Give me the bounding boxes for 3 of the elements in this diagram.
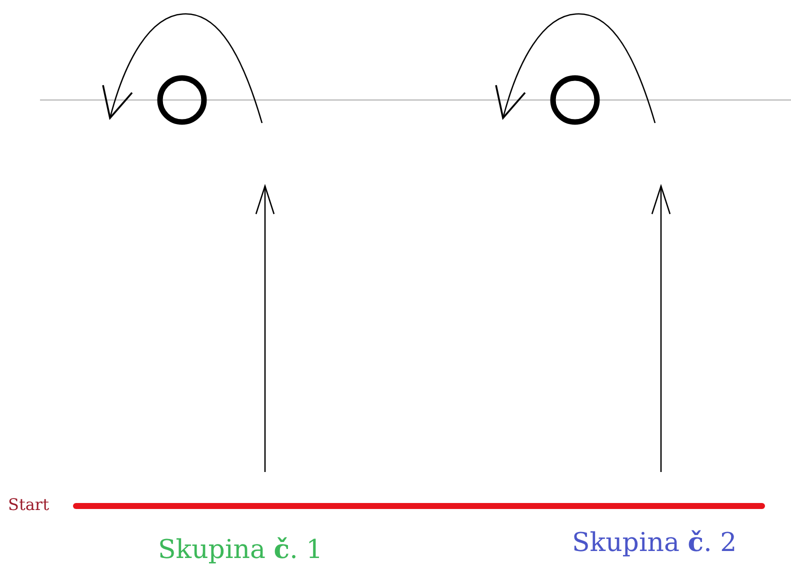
group-label: Skupina č. 2 [572,530,737,556]
group-label: Skupina č. 1 [158,537,323,563]
start-label: Start [8,497,50,513]
